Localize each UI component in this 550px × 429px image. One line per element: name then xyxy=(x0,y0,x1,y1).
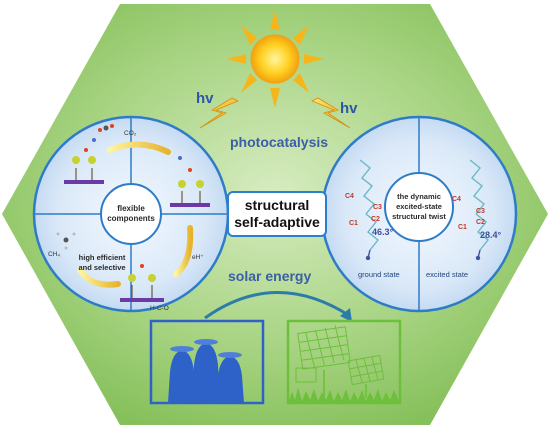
sun-icon xyxy=(226,10,324,108)
factory-icon xyxy=(149,319,265,405)
atom-label-c1-ground: C1 xyxy=(349,220,358,227)
right-hub-line3: structural twist xyxy=(392,212,446,221)
cycle-arrow-top xyxy=(107,141,171,155)
atom-label-c3-ground: C3 xyxy=(373,204,382,211)
solar-energy-label: solar energy xyxy=(228,268,312,284)
lightning-bolt-left-icon xyxy=(199,97,239,129)
hv-label-right: hv xyxy=(340,100,358,117)
right-hub xyxy=(384,172,454,242)
quality-text: high efficient and selective xyxy=(72,253,132,273)
excited-state-atom xyxy=(475,255,481,261)
catalyst-site-top-left xyxy=(64,138,104,184)
right-hub-text: the dynamic excited-state structural twi… xyxy=(384,192,454,222)
quality-line1: high efficient xyxy=(78,253,126,262)
left-hub-line1: flexible xyxy=(117,204,145,213)
atom-label-c3-excited: C3 xyxy=(476,208,485,215)
cycle-arrow-bottom xyxy=(77,267,121,288)
central-concept-box: structural self-adaptive xyxy=(227,191,327,237)
catalyst-site-bottom xyxy=(120,264,164,302)
quality-line2: and selective xyxy=(78,263,126,272)
co2-molecule xyxy=(98,124,114,132)
atom-label-c4-excited: C4 xyxy=(452,196,461,203)
solar-panel-icon xyxy=(286,319,402,405)
hco-label: H-C-O xyxy=(150,305,169,312)
left-hub xyxy=(100,183,162,245)
right-circle xyxy=(320,115,518,313)
co2-label: CO₂ xyxy=(124,130,137,137)
left-hub-text: flexible components xyxy=(101,204,161,224)
cycle-arrow-right xyxy=(173,225,194,277)
atom-label-c4-ground: C4 xyxy=(345,193,354,200)
central-concept-line2: self-adaptive xyxy=(234,214,320,230)
transition-arrow xyxy=(204,291,351,320)
catalyst-site-right xyxy=(170,156,210,207)
left-hub-line2: components xyxy=(107,214,155,223)
hv-label-left: hv xyxy=(196,90,214,107)
eh-label: eH⁺ xyxy=(192,254,204,261)
ground-state-atom xyxy=(365,255,371,261)
ch4-label: CH₄ xyxy=(48,251,61,258)
atom-label-c2-excited: C2 xyxy=(476,219,485,226)
lightning-bolt-right-icon xyxy=(311,97,351,129)
atom-label-c2-ground: C2 xyxy=(371,216,380,223)
atom-label-c1-excited: C1 xyxy=(458,224,467,231)
excited-state-label: excited state xyxy=(426,270,469,279)
right-hub-line1: the dynamic xyxy=(397,192,441,201)
ground-angle-label: 46.3° xyxy=(372,227,394,237)
methane-molecule xyxy=(56,232,76,250)
excited-angle-label: 28.4° xyxy=(480,230,502,240)
transition-arrowhead xyxy=(340,308,352,322)
photocatalysis-label: photocatalysis xyxy=(230,134,329,150)
right-hub-line2: excited-state xyxy=(396,202,442,211)
ground-state-label: ground state xyxy=(358,270,400,279)
central-concept-line1: structural xyxy=(244,197,310,213)
